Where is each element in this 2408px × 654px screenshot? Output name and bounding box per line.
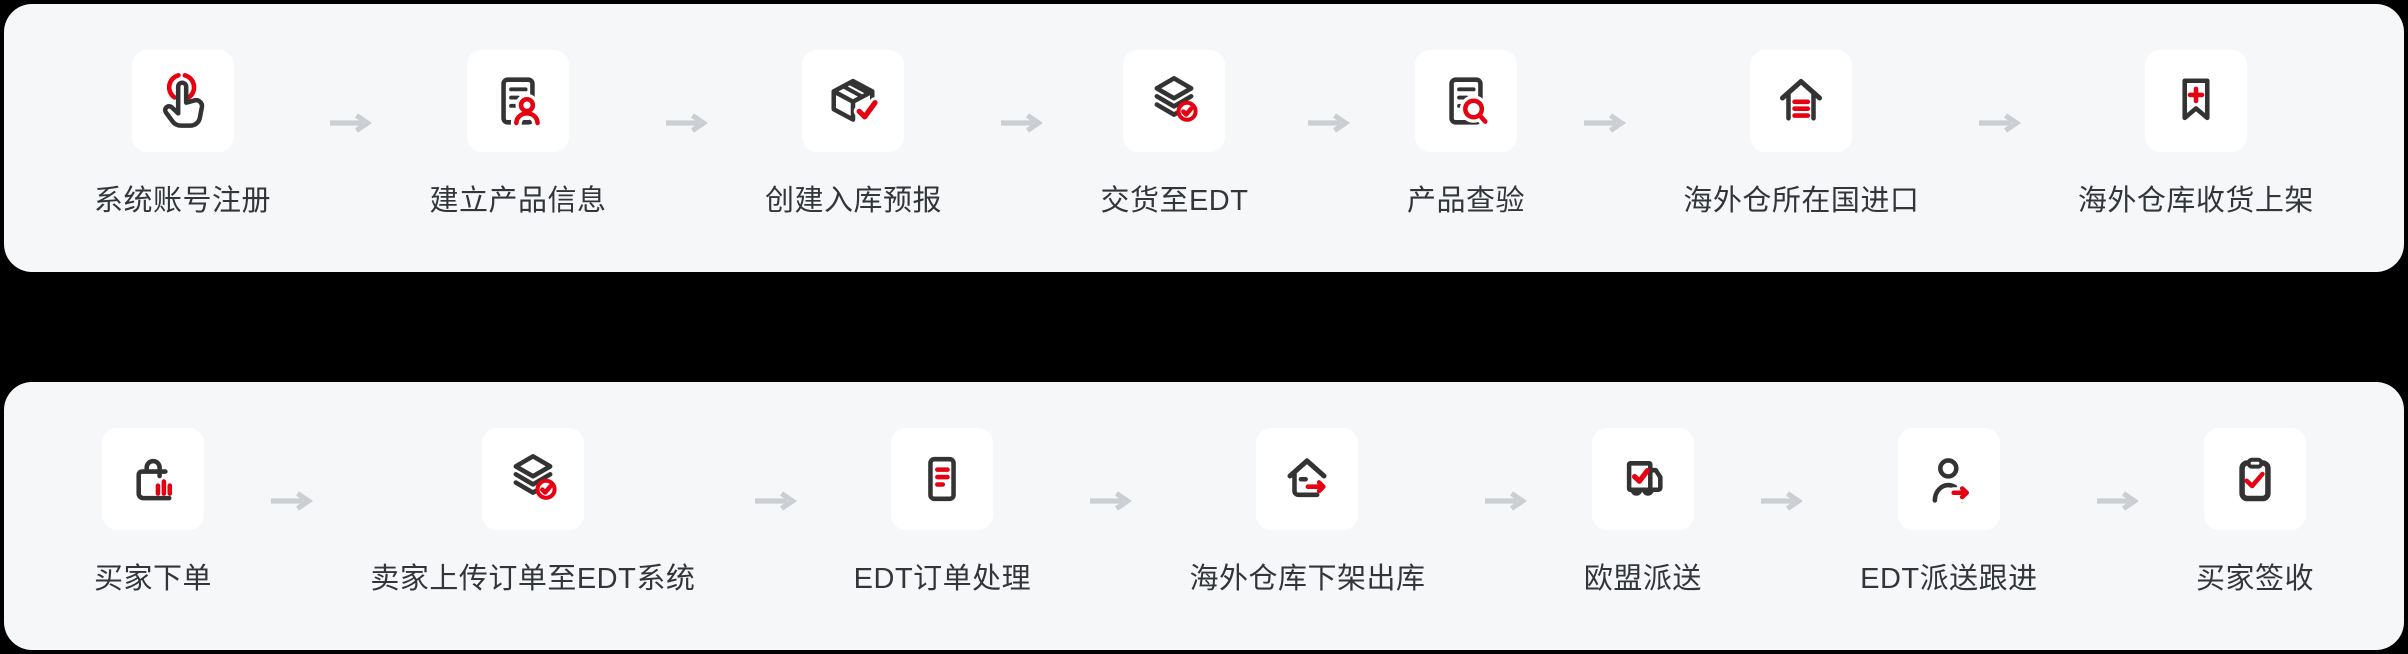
icon-tile	[1123, 50, 1226, 152]
step-edt-delivery-tracking: EDT派送跟进	[1860, 428, 2038, 594]
order-list-icon	[909, 446, 975, 512]
inbound-flow-row: 系统账号注册	[4, 4, 2404, 216]
bookmark-add-icon	[2163, 68, 2229, 134]
arrow-right-icon	[998, 111, 1044, 135]
arrow-right-icon	[1581, 111, 1627, 135]
truck-check-icon	[1610, 446, 1676, 512]
icon-tile	[802, 50, 905, 152]
icon-tile	[481, 428, 584, 530]
icon-tile	[1750, 50, 1853, 152]
step-label: 交货至EDT	[1100, 185, 1249, 217]
step-eu-delivery: 欧盟派送	[1584, 428, 1702, 594]
outbound-flow-row: 买家下单 卖家上传订单	[4, 382, 2404, 594]
arrow-right-icon	[752, 489, 798, 513]
person-forward-icon	[1916, 446, 1982, 512]
outbound-flow-panel: 买家下单 卖家上传订单	[4, 382, 2404, 650]
step-label: 卖家上传订单至EDT系统	[370, 563, 696, 595]
icon-tile	[1897, 428, 2000, 530]
icon-tile	[1414, 50, 1517, 152]
step-label: 买家签收	[2195, 563, 2314, 595]
step-outbound-from-warehouse: 海外仓库下架出库	[1189, 428, 1425, 594]
step-label: 海外仓所在国进口	[1683, 185, 1920, 217]
layers-check-icon	[500, 446, 566, 512]
shopping-bag-icon	[120, 446, 186, 512]
step-label: 建立产品信息	[429, 185, 607, 217]
icon-tile	[102, 428, 204, 530]
arrow-right-icon	[327, 111, 373, 135]
clipboard-check-icon	[2222, 446, 2288, 512]
step-overseas-import: 海外仓所在国进口	[1683, 50, 1919, 216]
layers-check-icon	[1141, 68, 1207, 134]
icon-tile	[131, 50, 234, 152]
icon-tile	[1591, 428, 1694, 530]
inbound-flow-panel: 系统账号注册	[4, 4, 2404, 272]
step-create-inbound-forecast: 创建入库预报	[765, 50, 942, 216]
icon-tile	[466, 50, 569, 152]
step-upload-order-to-edt: 卖家上传订单至EDT系统	[370, 428, 695, 594]
arrow-right-icon	[1976, 111, 2022, 135]
arrow-right-icon	[1087, 489, 1133, 513]
warehouse-import-icon	[1768, 68, 1834, 134]
arrow-right-icon	[1482, 489, 1528, 513]
arrow-right-icon	[1305, 111, 1351, 135]
icon-tile	[891, 428, 994, 530]
step-label: 产品查验	[1406, 185, 1525, 217]
arrow-right-icon	[663, 111, 709, 135]
tap-icon	[150, 68, 216, 134]
step-label: EDT派送跟进	[1860, 563, 2038, 595]
icon-tile	[1256, 428, 1359, 530]
arrow-right-icon	[268, 489, 314, 513]
step-product-inspection: 产品查验	[1407, 50, 1525, 216]
step-create-product-info: 建立产品信息	[429, 50, 606, 216]
arrow-right-icon	[2094, 489, 2140, 513]
step-label: 买家下单	[94, 563, 213, 595]
step-receive-and-shelve: 海外仓库收货上架	[2078, 50, 2314, 216]
step-label: 海外仓库收货上架	[2077, 185, 2314, 217]
icon-tile	[2203, 428, 2306, 530]
step-label: 创建入库预报	[764, 185, 942, 217]
icon-tile	[2144, 50, 2247, 152]
step-edt-order-processing: EDT订单处理	[854, 428, 1032, 594]
package-check-icon	[820, 68, 886, 134]
step-label: 海外仓库下架出库	[1189, 563, 1426, 595]
step-label: EDT订单处理	[853, 563, 1032, 595]
doc-search-icon	[1433, 68, 1499, 134]
warehouse-out-icon	[1274, 446, 1340, 512]
step-label: 系统账号注册	[94, 185, 272, 217]
step-label: 欧盟派送	[1583, 563, 1702, 595]
product-info-doc-icon	[485, 68, 551, 134]
step-buyer-order: 买家下单	[94, 428, 212, 594]
step-buyer-sign: 买家签收	[2196, 428, 2314, 594]
arrow-right-icon	[1758, 489, 1804, 513]
step-deliver-to-edt: 交货至EDT	[1100, 50, 1248, 216]
step-account-register: 系统账号注册	[94, 50, 271, 216]
